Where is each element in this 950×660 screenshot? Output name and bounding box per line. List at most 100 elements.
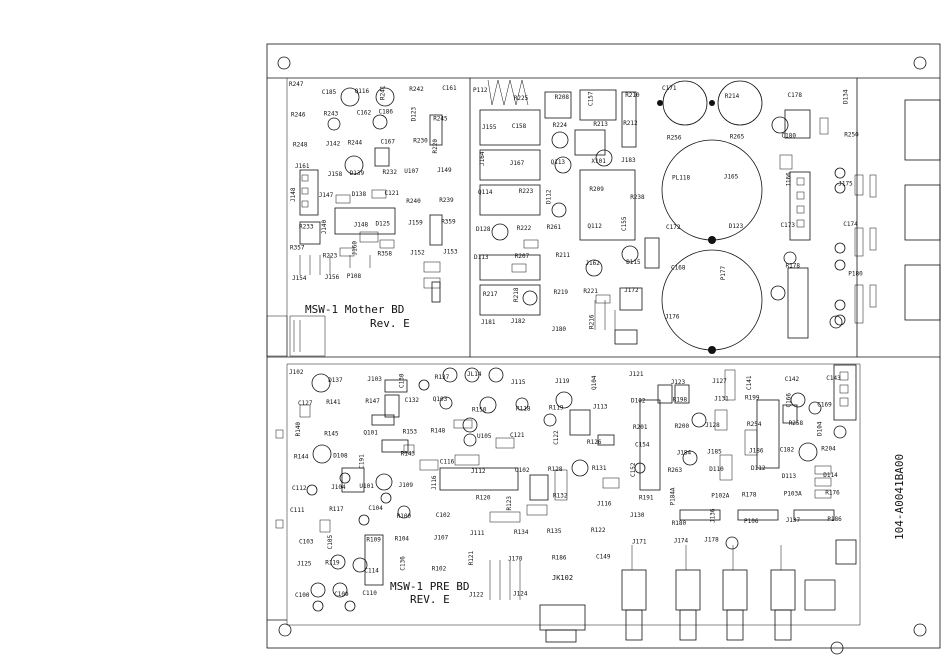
component-designator: D114 bbox=[823, 472, 838, 479]
component-designator: P112 bbox=[473, 87, 488, 94]
component-designator: J184 bbox=[677, 450, 692, 457]
component-designator: C166 bbox=[786, 393, 793, 408]
component-designator: C121 bbox=[385, 190, 400, 197]
component-designator: Q103 bbox=[433, 396, 448, 403]
component-designator: R359 bbox=[441, 218, 456, 225]
component-designator: C180 bbox=[782, 132, 797, 139]
component-designator: C102 bbox=[436, 512, 451, 519]
component-designator: J115 bbox=[511, 379, 526, 386]
component-designator: R218 bbox=[513, 287, 520, 302]
component-designator: J149 bbox=[437, 167, 452, 174]
component-designator: Q116 bbox=[355, 88, 370, 95]
component-designator: R199 bbox=[745, 395, 760, 402]
component-designator: C171 bbox=[662, 85, 677, 92]
component-designator: C162 bbox=[357, 109, 372, 116]
component-designator: C167 bbox=[381, 139, 396, 146]
component-designator: J176 bbox=[665, 314, 680, 321]
component-designator: J171 bbox=[632, 539, 647, 546]
component-designator: R186 bbox=[552, 554, 567, 561]
component-designator: J109 bbox=[399, 482, 414, 489]
component-designator: R191 bbox=[639, 495, 654, 502]
component-designator: J123 bbox=[671, 379, 686, 386]
component-designator: J116 bbox=[431, 475, 438, 490]
component-designator: R214 bbox=[725, 93, 740, 100]
component-designator: C142 bbox=[785, 376, 800, 383]
jack-label: JK102 bbox=[552, 574, 573, 582]
component-designator: R238 bbox=[630, 194, 645, 201]
component-designator: C158 bbox=[512, 123, 527, 130]
component-designator: C168 bbox=[671, 264, 686, 271]
component-designator: J165 bbox=[724, 174, 739, 181]
component-designator: J148 bbox=[290, 187, 297, 202]
component-designator: J121 bbox=[629, 371, 644, 378]
component-designator: R176 bbox=[825, 490, 840, 497]
component-designator: J102 bbox=[289, 369, 304, 376]
component-designator: J107 bbox=[434, 534, 449, 541]
component-designator: R178 bbox=[742, 492, 757, 499]
component-designator: C191 bbox=[358, 454, 365, 469]
component-designator: C186 bbox=[379, 108, 394, 115]
component-designator: U102 bbox=[515, 467, 530, 474]
component-designator: R212 bbox=[623, 120, 638, 127]
component-designator: R150 bbox=[472, 406, 487, 413]
component-designator: P180 bbox=[848, 270, 863, 277]
component-designator: R198 bbox=[673, 397, 688, 404]
component-designator: J137 bbox=[786, 517, 801, 524]
component-designator: Q101 bbox=[363, 429, 378, 436]
component-designator: J140 bbox=[321, 219, 328, 234]
component-designator: C178 bbox=[788, 92, 803, 99]
component-designator: P106 bbox=[744, 518, 759, 525]
component-designator: J128 bbox=[705, 422, 720, 429]
component-designator: D139 bbox=[350, 170, 365, 177]
component-designator: R122 bbox=[591, 527, 606, 534]
component-designator: R222 bbox=[517, 225, 532, 232]
component-designator: R211 bbox=[556, 252, 571, 259]
component-designator: R243 bbox=[324, 110, 339, 117]
component-designator: D125 bbox=[376, 220, 391, 227]
component-designator: J155 bbox=[482, 124, 497, 131]
component-designator: J148 bbox=[354, 221, 369, 228]
component-designator: J160 bbox=[352, 241, 359, 256]
mounting-holes bbox=[277, 56, 927, 655]
component-designator: D115 bbox=[626, 259, 641, 266]
component-designator: R247 bbox=[289, 81, 304, 88]
component-designator: R233 bbox=[299, 223, 314, 230]
component-designator: J147 bbox=[319, 192, 334, 199]
component-designator: R119 bbox=[549, 404, 564, 411]
component-designator: P103A bbox=[784, 491, 802, 498]
component-designator: J182 bbox=[511, 318, 526, 325]
component-designator: R143 bbox=[401, 451, 416, 458]
mother-board-revision: Rev. E bbox=[370, 317, 410, 330]
component-designator: D102 bbox=[631, 398, 646, 405]
component-designator: R230 bbox=[413, 138, 428, 145]
component-designator: R248 bbox=[293, 142, 308, 149]
component-designator: C141 bbox=[746, 375, 753, 390]
component-designator: C169 bbox=[817, 402, 832, 409]
component-designator: C154 bbox=[635, 442, 650, 449]
component-designator: R219 bbox=[554, 289, 569, 296]
component-designator: R223 bbox=[323, 253, 338, 260]
component-designator: C132 bbox=[405, 397, 420, 404]
component-designator: J124 bbox=[513, 591, 528, 598]
mother-right-components bbox=[657, 80, 941, 354]
component-designator: J161 bbox=[295, 163, 310, 170]
component-designator: R210 bbox=[625, 92, 640, 99]
component-designator: C109 bbox=[334, 591, 349, 598]
component-designator: R254 bbox=[747, 421, 762, 428]
component-designator: J154 bbox=[292, 275, 307, 282]
component-designator: R232 bbox=[383, 169, 398, 176]
component-designator: D112 bbox=[751, 465, 766, 472]
component-designator: J180 bbox=[552, 326, 567, 333]
component-designator: R132 bbox=[553, 493, 568, 500]
mother-center-components bbox=[479, 79, 660, 345]
component-designator: PL118 bbox=[672, 175, 690, 182]
component-designator: R104 bbox=[395, 535, 410, 542]
component-designator: C143 bbox=[826, 375, 841, 382]
component-designator: R239 bbox=[439, 197, 454, 204]
component-designator: C182 bbox=[780, 447, 795, 454]
component-designator: C121 bbox=[510, 432, 525, 439]
component-designator: R242 bbox=[409, 86, 424, 93]
component-designator: J125 bbox=[297, 561, 312, 568]
component-designator: D138 bbox=[352, 191, 367, 198]
